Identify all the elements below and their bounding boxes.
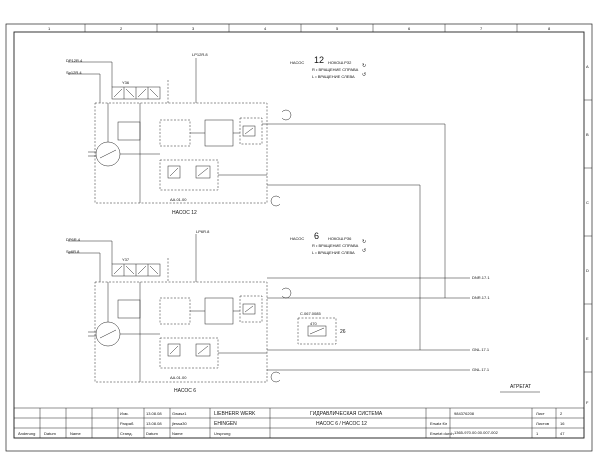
rotation-left-icon: ↺	[362, 248, 367, 254]
bottom-pump-number: 6	[314, 231, 320, 241]
tb-row1-left: Изм.	[120, 411, 129, 416]
tb-row1-name: Gwasz1	[172, 411, 187, 416]
aux-value: 470	[310, 321, 317, 326]
tb-row2-date: 13.08.08	[146, 421, 162, 426]
top-circuit-label: НАСОС 12	[172, 210, 197, 216]
inner-frame	[13, 31, 585, 439]
tb-extra-16: 16	[560, 421, 565, 426]
row-label-f: F	[586, 400, 589, 405]
row-label-c: C	[586, 200, 589, 205]
output-dnr-2: DNR.17.1	[472, 295, 490, 300]
top-port-lp: LP12R.8	[192, 52, 208, 57]
aux-code: С.067.0085	[300, 311, 321, 316]
col-label-3: 3	[192, 26, 195, 31]
tb-title-sub: НАСОС 6 / НАСОС 12	[316, 421, 367, 427]
tb-row2-name: jlessa30	[172, 421, 187, 426]
tb-bottom-1: Änderung	[18, 431, 36, 436]
tb-drawing-number: 1365-970.00.00.007-002	[454, 430, 498, 435]
tb-bottom-5: Ersatz für	[430, 421, 448, 426]
rotation-right-icon: ↻	[362, 63, 367, 69]
bottom-rotation-left: L • ВРАЩЕНИЕ СЛЕВА	[312, 250, 355, 255]
tb-extra-47: 47	[560, 431, 565, 436]
tb-city: EHINGEN	[214, 421, 237, 427]
col-label-1: 1	[48, 26, 51, 31]
top-port-dp: DP12R.4	[66, 58, 83, 63]
aggregate-label: АГРЕГАТ	[510, 384, 532, 390]
tb-sheet-label: Лист	[536, 411, 545, 416]
title-block-grid	[13, 407, 585, 439]
column-grid-ticks	[84, 24, 518, 32]
col-label-2: 2	[120, 26, 123, 31]
rotation-left-icon: ↺	[362, 72, 367, 78]
tb-bottom-2: Datum	[44, 431, 56, 436]
bottom-pump-word: НАСОС	[290, 236, 305, 241]
tb-bottom-4: Ursprung	[214, 431, 231, 436]
output-gnl-2: GNL.17.1	[472, 367, 490, 372]
top-pump-code: НОКОШ.РЗ2	[328, 60, 352, 65]
tb-sheet-value: 2	[560, 411, 563, 416]
col-label-7: 7	[480, 26, 483, 31]
tb-sheets-label: Листов	[536, 421, 549, 426]
top-pump-word: НАСОС	[290, 60, 305, 65]
bottom-pump-code: НОКОШ.РЗ6	[328, 236, 352, 241]
top-rotation-right: R • ВРАЩЕНИЕ СПРАВА	[312, 67, 359, 72]
tb-title-main: ГИДРАВЛИЧЕСКАЯ СИСТЕМА	[310, 411, 383, 417]
tb-doc-number: 984376208	[454, 411, 475, 416]
output-gnl-1: GNL.17.1	[472, 347, 490, 352]
bottom-port-sp: Sp6R.8	[66, 249, 80, 254]
bottom-circuit-label: НАСОС 6	[174, 388, 197, 394]
aux-number: 26	[340, 329, 346, 335]
tb-row2-left: Разраб.	[120, 421, 135, 426]
bottom-module-code: AA.01.00	[170, 375, 187, 380]
tb-bottom-6: Ersetzt durch	[430, 431, 454, 436]
top-rotation-left: L • ВРАЩЕНИЕ СЛЕВА	[312, 74, 355, 79]
drawing-frame	[5, 23, 593, 452]
tb-row3-name: Name	[172, 431, 183, 436]
row-label-a: A	[586, 64, 589, 69]
top-circuit	[68, 58, 446, 350]
row-label-e: E	[586, 336, 589, 341]
tb-bottom-3: Name	[70, 431, 81, 436]
col-label-6: 6	[408, 26, 411, 31]
tb-sheet-first: 1	[536, 431, 539, 436]
bottom-circuit	[68, 234, 540, 393]
bottom-port-dp: DP6R.4	[66, 237, 81, 242]
top-port-sp: Sp12R.4	[66, 70, 82, 75]
col-label-4: 4	[264, 26, 267, 31]
row-label-d: D	[586, 268, 589, 273]
tb-row1-date: 13.08.08	[146, 411, 162, 416]
output-dnr-1: DNR.17.1	[472, 275, 490, 280]
top-valve-tag: Y36	[122, 80, 130, 85]
top-module-code: AA.01.00	[170, 197, 187, 202]
top-pump-number: 12	[314, 55, 325, 65]
bottom-port-lp: LP6R.8	[196, 229, 210, 234]
col-label-8: 8	[548, 26, 551, 31]
tb-row3-left: Станд.	[120, 431, 133, 436]
row-label-b: B	[586, 132, 589, 137]
rotation-right-icon: ↻	[362, 239, 367, 245]
row-grid-ticks	[584, 99, 592, 373]
bottom-rotation-right: R • ВРАЩЕНИЕ СПРАВА	[312, 243, 359, 248]
bottom-valve-tag: Y37	[122, 257, 130, 262]
col-label-5: 5	[336, 26, 339, 31]
tb-company: LIEBHERR WERK	[214, 411, 256, 417]
tb-row3-date: Datum	[146, 431, 158, 436]
